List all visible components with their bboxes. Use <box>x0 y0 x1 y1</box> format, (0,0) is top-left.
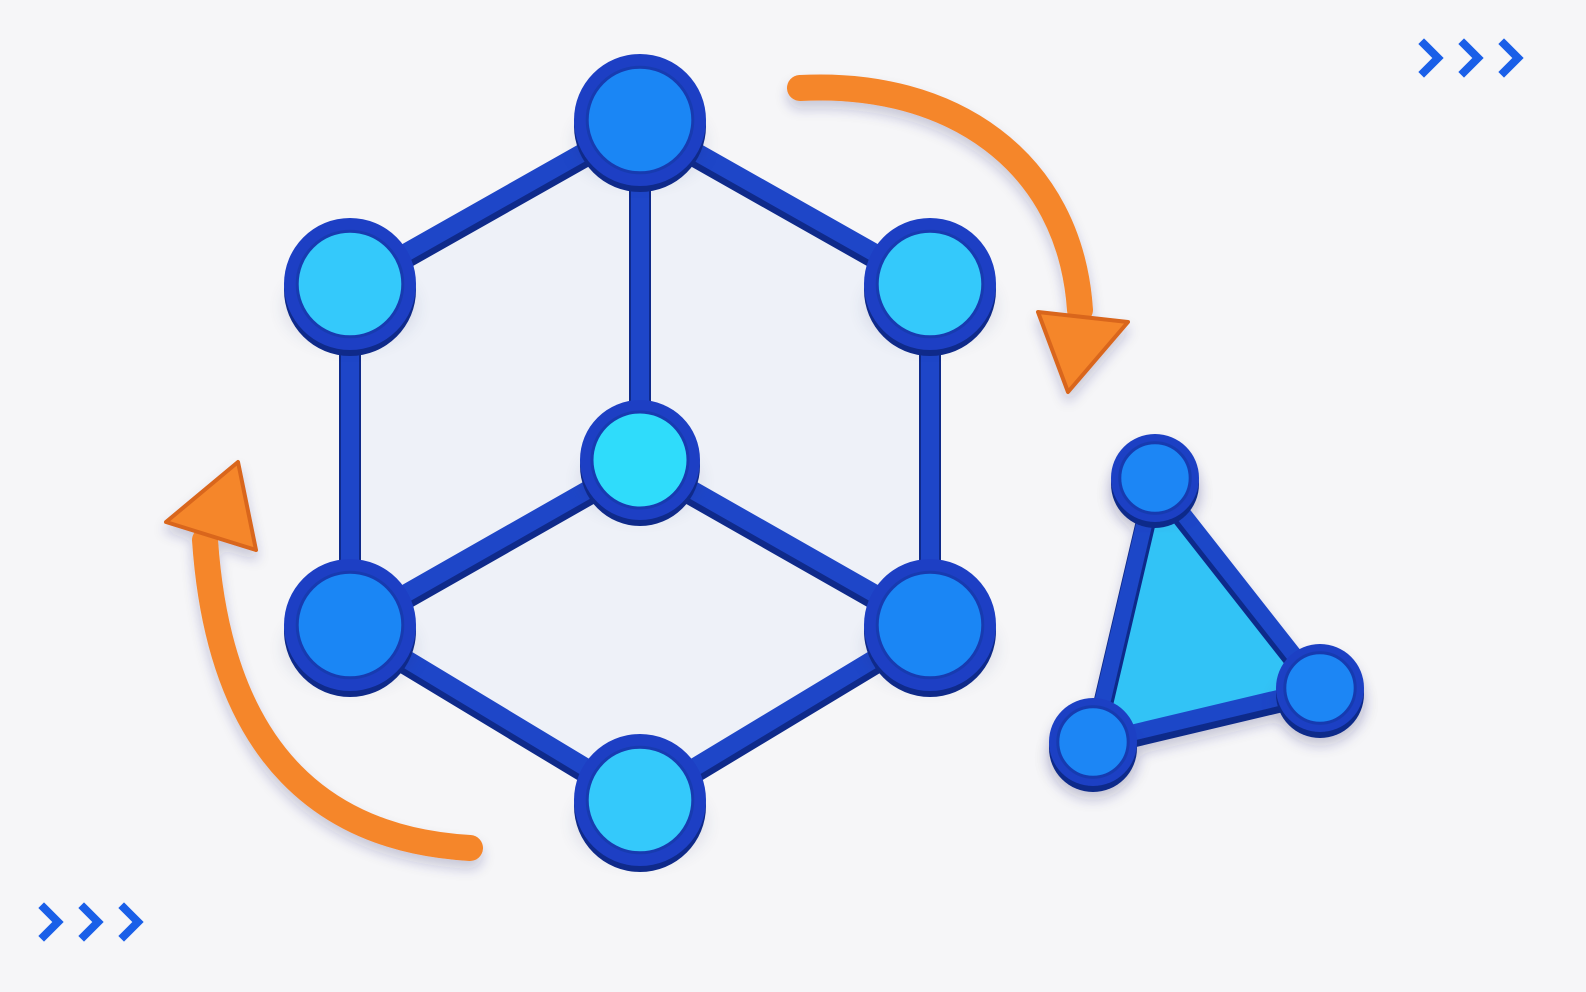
node-core <box>585 745 695 855</box>
node-core <box>1283 651 1357 725</box>
node-right[interactable] <box>1276 644 1364 738</box>
node-upper-right[interactable] <box>864 218 996 356</box>
node-lower-right[interactable] <box>864 559 996 697</box>
node-center[interactable] <box>580 400 700 526</box>
node-core <box>1118 441 1192 515</box>
node-top[interactable] <box>574 54 706 192</box>
triangle-nodes <box>1049 434 1364 792</box>
chevron-triple-right-icon <box>1418 38 1524 78</box>
node-upper-left[interactable] <box>284 218 416 356</box>
arrow-top-shaft <box>787 74 1093 323</box>
arrow-bottom-shaft <box>192 527 483 861</box>
chevron-triple-right-icon <box>38 902 144 942</box>
node-core <box>590 410 690 510</box>
chevron <box>1418 38 1444 78</box>
node-core <box>875 229 985 339</box>
node-core <box>295 229 405 339</box>
node-core <box>875 570 985 680</box>
chevron <box>38 902 64 942</box>
curved-arrow-counterclockwise-icon <box>164 460 483 861</box>
node-left[interactable] <box>1049 698 1137 792</box>
curved-arrow-clockwise-icon <box>787 74 1130 394</box>
chevron <box>118 902 144 942</box>
node-core <box>1056 705 1130 779</box>
chevron <box>1458 38 1484 78</box>
chevron <box>78 902 104 942</box>
arrow-top-head <box>1036 310 1130 394</box>
node-core <box>585 65 695 175</box>
hexagon-nodes <box>284 54 996 872</box>
node-bottom[interactable] <box>574 734 706 872</box>
chevron <box>1498 38 1524 78</box>
node-core <box>295 570 405 680</box>
arrow-bottom-head <box>164 460 258 552</box>
triangle-graph <box>1049 434 1364 792</box>
node-apex[interactable] <box>1111 434 1199 528</box>
node-lower-left[interactable] <box>284 559 416 697</box>
